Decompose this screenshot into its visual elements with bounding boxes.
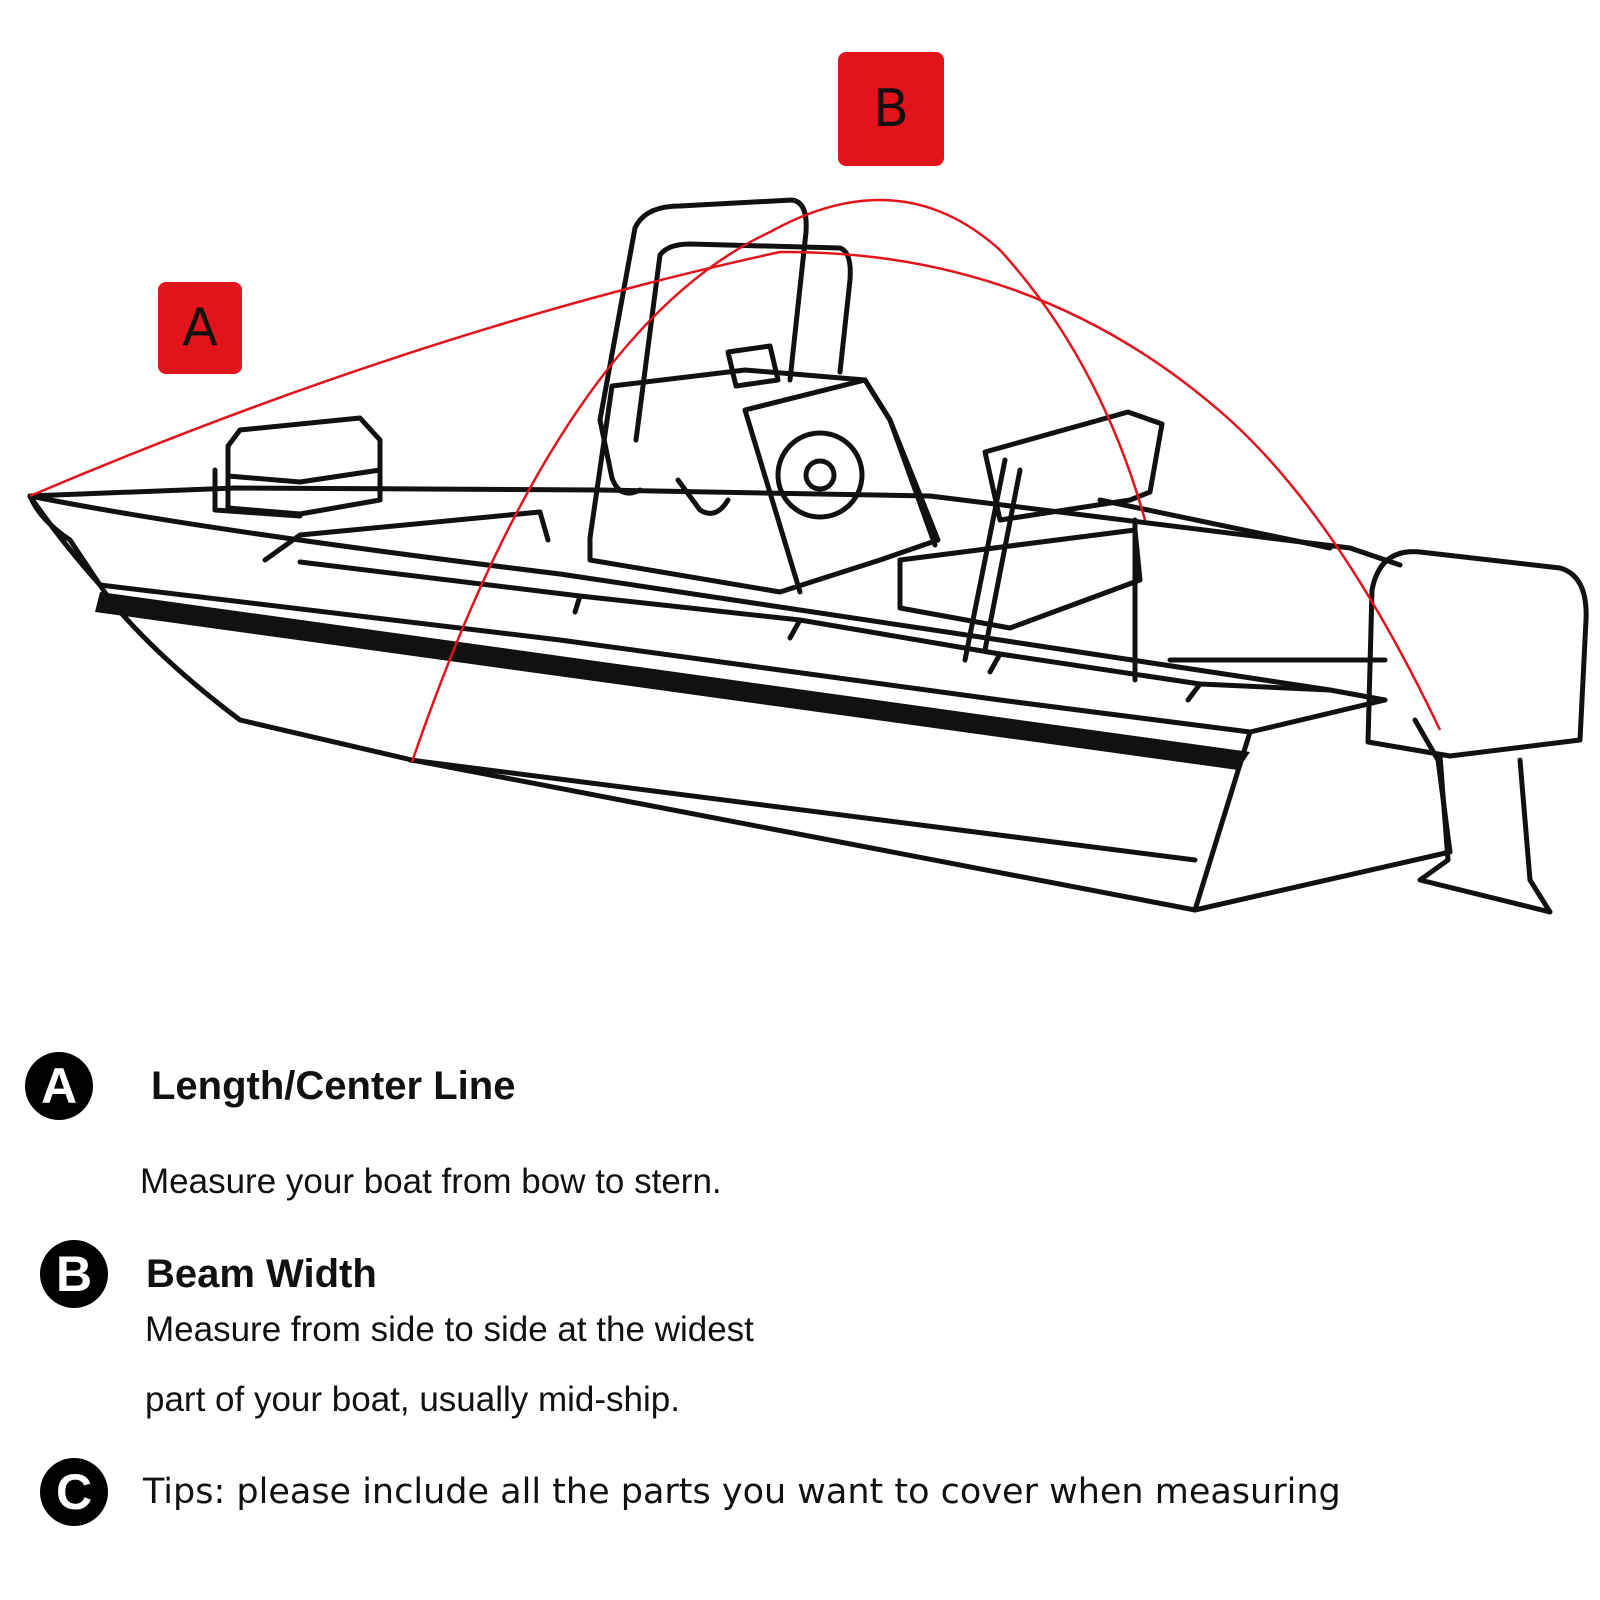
hull-gunwale xyxy=(27,485,1403,568)
legend-a-desc: Measure your boat from bow to stern. xyxy=(140,1162,722,1201)
t-top-frame xyxy=(597,197,809,423)
hull-bow-inner xyxy=(27,493,103,588)
rail xyxy=(297,559,1333,693)
leaning-post-legs xyxy=(962,457,1023,663)
legend-c-tip: Tips: please include all the parts you w… xyxy=(143,1472,1341,1512)
beam-arc-b xyxy=(410,198,1147,763)
legend-b-desc-line1: Measure from side to side at the widest xyxy=(145,1310,754,1349)
legend-c: C Tips: please include all the parts you… xyxy=(40,1458,1341,1526)
legend-b-heading: Beam Width xyxy=(146,1251,377,1296)
leaning-post xyxy=(982,409,1165,523)
measure-tag-a: A xyxy=(158,282,242,374)
rail-posts xyxy=(572,593,1203,703)
legend-a-heading: Length/Center Line xyxy=(151,1063,516,1108)
badge-c: C xyxy=(40,1458,108,1526)
measure-tag-b: B xyxy=(838,52,944,166)
hull-sheer xyxy=(27,493,1388,703)
steering-wheel-outer xyxy=(775,430,865,520)
console-front xyxy=(742,377,938,595)
outboard-shaft xyxy=(1417,753,1553,915)
hull-outline xyxy=(27,493,1453,913)
boat-illustration xyxy=(27,197,1589,915)
hull-stripe xyxy=(95,592,1250,770)
legend-a: A Length/Center Line xyxy=(25,1052,515,1120)
aft-deck xyxy=(1097,497,1388,683)
gauge xyxy=(725,343,781,389)
hull-transom xyxy=(1192,697,1388,913)
t-top-leg xyxy=(597,417,731,516)
legend-b: B Beam Width xyxy=(40,1240,377,1308)
hull-keel xyxy=(407,757,1198,863)
bow-seat xyxy=(262,509,551,563)
hull-chine xyxy=(97,582,1253,735)
boat-diagram: A B xyxy=(27,52,1589,915)
badge-b: B xyxy=(40,1240,108,1308)
leaning-post-base xyxy=(897,527,1143,631)
legend-b-desc-line2: part of your boat, usually mid-ship. xyxy=(145,1380,680,1419)
outboard-cowl xyxy=(1365,549,1589,759)
steering-wheel-inner xyxy=(803,458,837,492)
bow-box xyxy=(212,415,383,519)
badge-a: A xyxy=(25,1052,93,1120)
length-arc-a xyxy=(29,250,1442,731)
t-top-frame-2 xyxy=(633,241,853,443)
